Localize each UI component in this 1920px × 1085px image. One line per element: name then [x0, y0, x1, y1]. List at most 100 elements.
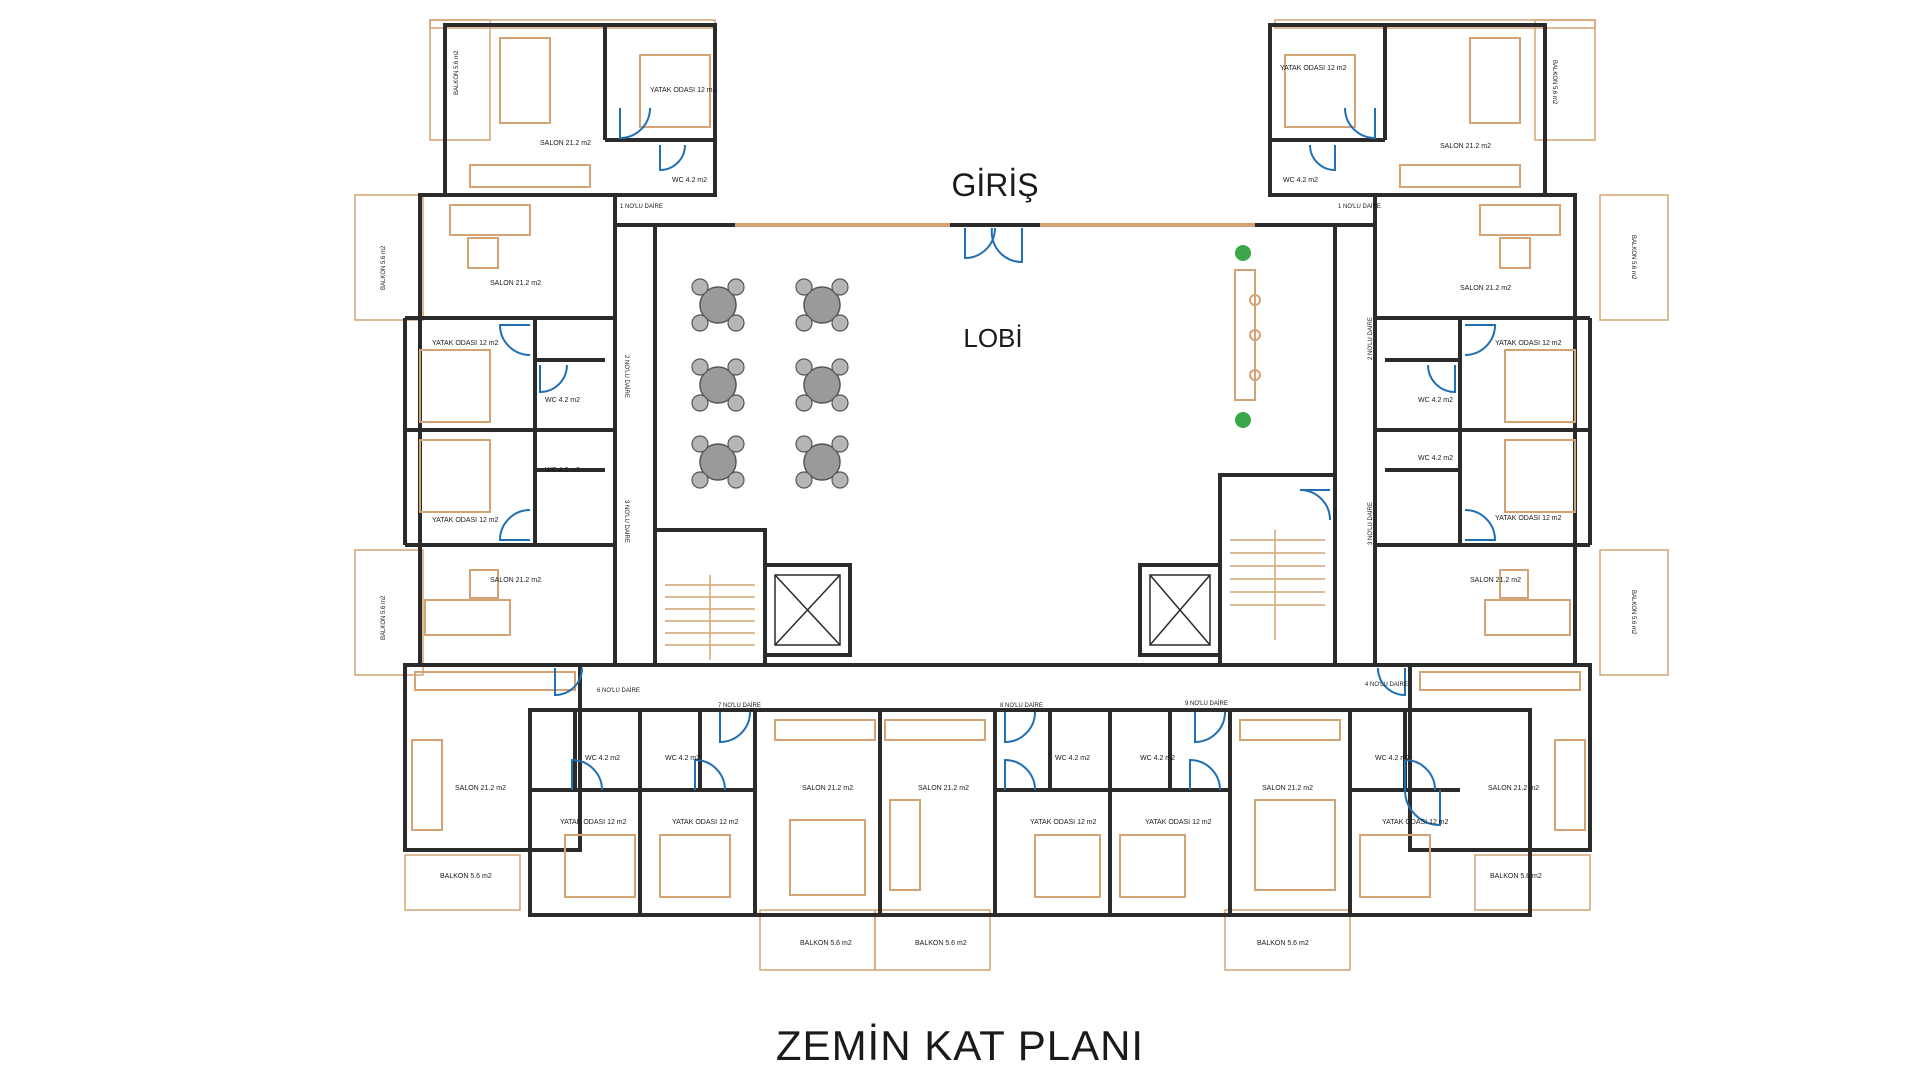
- right-door-6[interactable]: [1377, 667, 1406, 697]
- right-balcony-c: [1599, 549, 1669, 676]
- left-balcony-bottom: [404, 854, 521, 911]
- right-balcony-labels: BALKON 5.6 m2 BALKON 5.6 m2 BALKON 5.6 m…: [1367, 60, 1636, 635]
- plants: [1235, 245, 1251, 428]
- left-elevator-shaft: [763, 563, 852, 657]
- right-yatak-a: YATAK ODASI 12 m2: [1495, 340, 1562, 347]
- wc-1-label: WC 4.2 m2: [585, 755, 620, 762]
- right-balkon-top: BALKON 5.6 m2: [1551, 60, 1557, 105]
- left-door-3[interactable]: [498, 324, 531, 356]
- bottom-balconies: [759, 909, 1351, 971]
- right-daire-a: 2 NO'LU DAİRE: [1367, 317, 1374, 360]
- left-daire-b: 3 NO'LU DAİRE: [623, 500, 630, 543]
- right-door-1[interactable]: [1344, 107, 1376, 140]
- right-elevator-shaft: [1138, 563, 1222, 657]
- right-walls: [1268, 23, 1592, 852]
- right-salon-top: SALON 21.2 m2: [1440, 143, 1491, 150]
- right-kitchen-bottom: [1419, 671, 1581, 691]
- left-furniture: [411, 37, 711, 831]
- left-balconies: [354, 19, 716, 911]
- right-table-a: [1499, 237, 1531, 269]
- bottom-furniture: [564, 719, 1431, 898]
- right-door-4[interactable]: [1427, 364, 1456, 394]
- daire-9-label: 9 NO'LU DAİRE: [1185, 700, 1228, 707]
- left-door-5[interactable]: [498, 509, 531, 541]
- lobby-chairs: [691, 278, 849, 489]
- daire-7-label: 7 NO'LU DAİRE: [718, 702, 761, 709]
- left-door-2[interactable]: [659, 144, 686, 172]
- right-labels: SALON 21.2 m2 YATAK ODASI 12 m2 WC 4.2 m…: [1280, 65, 1562, 880]
- right-salon-a: SALON 21.2 m2: [1460, 285, 1511, 292]
- left-bed-b: [419, 439, 491, 513]
- right-wc-b: WC 4.2 m2: [1418, 455, 1453, 462]
- right-bed-top: [1284, 54, 1356, 128]
- left-balcony-top: [429, 19, 491, 141]
- right-stair-walls: [1218, 473, 1337, 667]
- right-bed-b: [1504, 439, 1576, 513]
- left-apt6-walls: [403, 663, 582, 852]
- right-yatak-top: YATAK ODASI 12 m2: [1280, 65, 1347, 72]
- right-balkon-bottom: BALKON 5.6 m2: [1490, 873, 1542, 880]
- balkon-1-label: BALKON 5.6 m2: [800, 940, 852, 947]
- right-wc-top: WC 4.2 m2: [1283, 177, 1318, 184]
- right-yatak-b: YATAK ODASI 12 m2: [1495, 515, 1562, 522]
- left-door-4[interactable]: [539, 364, 568, 394]
- wc-2-label: WC 4.2 m2: [665, 755, 700, 762]
- left-daire-top: 1 NO'LU DAİRE: [620, 203, 663, 210]
- lobby-tables: [699, 286, 841, 481]
- right-doors: [1309, 107, 1497, 697]
- left-kitchen-bottom: [414, 671, 576, 691]
- left-balkon-c: BALKON 5.6 m2: [381, 595, 387, 640]
- wc-3-label: WC 4.2 m2: [1055, 755, 1090, 762]
- entrance-doors[interactable]: [964, 227, 1023, 264]
- elevators: [774, 574, 1211, 646]
- lobby-area: GİRİŞ LOBİ: [653, 167, 1337, 667]
- salon-3-label: SALON 21.2 m2: [1262, 785, 1313, 792]
- right-door-3[interactable]: [1464, 324, 1497, 356]
- right-wc-a: WC 4.2 m2: [1418, 397, 1453, 404]
- left-door-1[interactable]: [619, 107, 651, 140]
- salon-2-label: SALON 21.2 m2: [918, 785, 969, 792]
- right-salon-bottom: SALON 21.2 m2: [1488, 785, 1539, 792]
- plant-icon: [1235, 245, 1251, 261]
- right-sofa-c: [1484, 599, 1571, 636]
- right-door-5[interactable]: [1464, 509, 1497, 541]
- wc-5-label: WC 4.2 m2: [1375, 755, 1410, 762]
- left-daire-a: 2 NO'LU DAİRE: [623, 355, 630, 398]
- right-door-2[interactable]: [1309, 144, 1336, 172]
- balkon-2-label: BALKON 5.6 m2: [915, 940, 967, 947]
- left-doors: [498, 107, 686, 697]
- yatak-1-label: YATAK ODASI 12 m2: [560, 819, 627, 826]
- lobby-label: LOBİ: [963, 323, 1022, 353]
- left-salon-a: SALON 21.2 m2: [490, 280, 541, 287]
- right-sofa-bottom: [1554, 739, 1586, 831]
- right-sofa-top: [1469, 37, 1521, 124]
- left-sofa-top: [499, 37, 551, 124]
- stair-doors[interactable]: [1299, 489, 1331, 521]
- left-wc-top: WC 4.2 m2: [672, 177, 707, 184]
- yatak-5-label: YATAK ODASI 12 m2: [1382, 819, 1449, 826]
- right-apt10-walls: [1408, 663, 1592, 852]
- wc-4-label: WC 4.2 m2: [1140, 755, 1175, 762]
- right-daire-top: 1 NO'LU DAİRE: [1338, 203, 1381, 210]
- left-wc-a: WC 4.2 m2: [545, 397, 580, 404]
- left-yatak-b: YATAK ODASI 12 m2: [432, 517, 499, 524]
- right-wing: SALON 21.2 m2 YATAK ODASI 12 m2 WC 4.2 m…: [1268, 19, 1669, 911]
- right-bed-a: [1504, 349, 1576, 423]
- right-balkon-a: BALKON 5.6 m2: [1630, 235, 1636, 280]
- reception-desk: [1234, 269, 1261, 401]
- left-sofa-a: [449, 204, 531, 236]
- bottom-doors[interactable]: [571, 711, 1441, 827]
- daire-10-label: 4 NO'LU DAİRE: [1365, 681, 1408, 688]
- left-table-a: [467, 237, 499, 269]
- left-balcony-c: [354, 549, 424, 676]
- bottom-walls: [528, 708, 1532, 917]
- left-balkon-bottom: BALKON 5.6 m2: [440, 873, 492, 880]
- right-apt1-walls: [1268, 23, 1547, 197]
- bottom-row: 7 NO'LU DAİRE 8 NO'LU DAİRE 9 NO'LU DAİR…: [528, 700, 1532, 971]
- yatak-4-label: YATAK ODASI 12 m2: [1145, 819, 1212, 826]
- yatak-2-label: YATAK ODASI 12 m2: [672, 819, 739, 826]
- left-bed-top: [639, 54, 711, 128]
- left-wing: SALON 21.2 m2 YATAK ODASI 12 m2 WC 4.2 m…: [354, 19, 717, 911]
- left-door-6[interactable]: [554, 667, 583, 697]
